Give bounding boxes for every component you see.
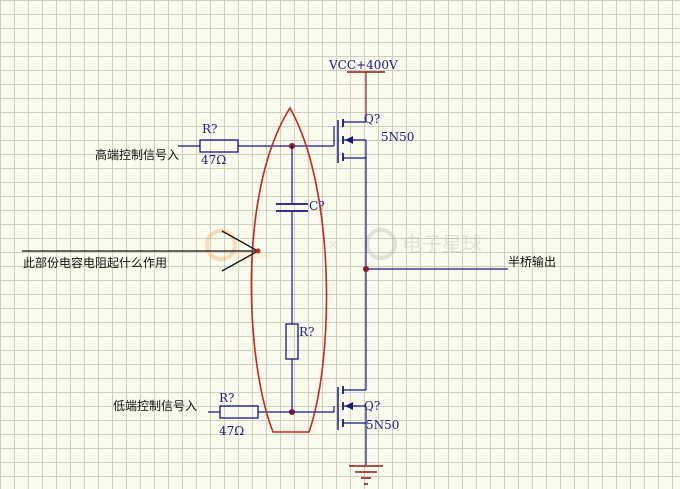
- high-side-resistor-ref: R?: [202, 122, 217, 136]
- low-side-gate-resistor: [219, 405, 259, 419]
- high-side-input-label: 高端控制信号入: [95, 147, 179, 162]
- low-side-input-label: 低端控制信号入: [113, 399, 197, 413]
- annotation-tip-dot: [255, 248, 261, 254]
- highlight-ellipse: [250, 106, 328, 433]
- low-side-gate-drive: 低端控制信号入 R? 47Ω: [113, 391, 334, 438]
- high-side-gate-drive: 高端控制信号入 R? 47Ω: [95, 122, 334, 167]
- supply-label: VCC+400V: [328, 58, 398, 72]
- output-label: 半桥输出: [508, 254, 556, 269]
- high-side-mosfet-part: 5N50: [381, 130, 414, 144]
- supply-rail: VCC+400V: [328, 58, 398, 122]
- annotation-arrow: 此部份电容电阻起什么作用: [22, 230, 261, 272]
- low-side-mosfet-ref: Q?: [364, 399, 380, 413]
- watermark-logo-left-icon: [205, 229, 237, 261]
- snubber-network: C? R?: [276, 143, 325, 415]
- output-node: [363, 266, 369, 272]
- low-side-arrow-icon: [345, 402, 353, 410]
- high-side-arrow-icon: [345, 136, 353, 144]
- high-side-gate-resistor: [199, 139, 239, 153]
- low-side-mosfet-part: 5N50: [366, 418, 399, 432]
- high-side-mosfet: Q? 5N50: [333, 112, 414, 163]
- high-side-resistor-value: 47Ω: [201, 153, 226, 167]
- snubber-resistor: [285, 323, 299, 360]
- high-side-mosfet-ref: Q?: [364, 112, 380, 126]
- watermark-logo-right-icon: [365, 228, 397, 260]
- watermark: Yuan.com × 电子星球: [205, 228, 482, 261]
- watermark-separator: ×: [327, 237, 339, 253]
- snubber-resistor-ref: R?: [299, 325, 314, 339]
- annotation-text: 此部份电容电阻起什么作用: [23, 255, 167, 270]
- ground-icon: [349, 465, 383, 485]
- low-side-resistor-value: 47Ω: [219, 424, 244, 438]
- capacitor-ref: C?: [309, 199, 325, 213]
- low-side-mosfet: Q? 5N50: [333, 386, 399, 465]
- watermark-right-text: 电子星球: [402, 232, 482, 256]
- half-bridge-output: 半桥输出: [363, 158, 556, 390]
- low-side-resistor-ref: R?: [219, 391, 234, 405]
